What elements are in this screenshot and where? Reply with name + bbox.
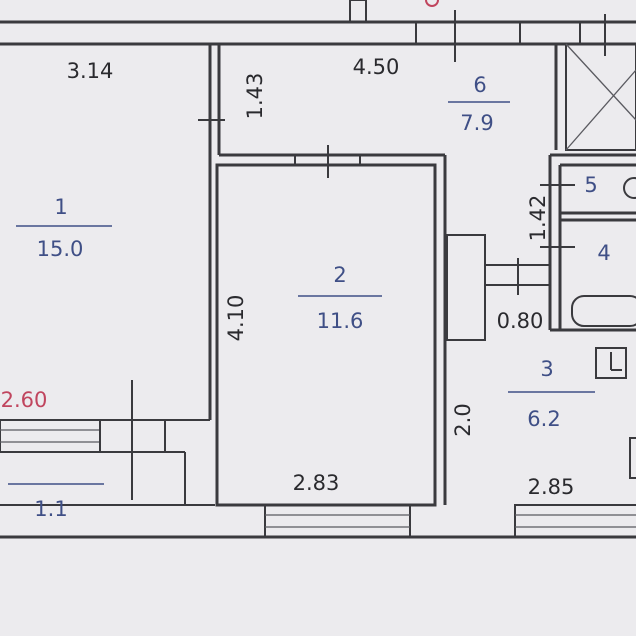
- room-3-label: 3 6.2: [508, 357, 595, 431]
- room-number: 5: [584, 173, 597, 197]
- dimension-283: 2.83: [293, 471, 340, 495]
- room-number: 4: [597, 241, 610, 265]
- dimension-142: 1.42: [526, 195, 550, 242]
- outer-walls: [0, 20, 636, 539]
- room-5-label: 5: [584, 173, 636, 199]
- room-area: 1.1: [34, 497, 67, 521]
- room-number: 2: [333, 263, 346, 287]
- room-1-label: 1 15.0: [16, 195, 112, 261]
- interior-walls: [198, 43, 636, 507]
- dimension-314: 3.14: [67, 59, 114, 83]
- room-area: 7.9: [460, 111, 493, 135]
- bottom-windows: [264, 504, 636, 538]
- dimension-410: 4.10: [224, 295, 248, 342]
- dimension-450: 4.50: [353, 55, 400, 79]
- room-area: 6.2: [527, 407, 560, 431]
- room-6-label: 6 7.9: [448, 73, 510, 135]
- dimension-285: 2.85: [528, 475, 575, 499]
- red-mark: [425, 0, 439, 7]
- room-number: 3: [540, 357, 553, 381]
- room-4-label: 4: [597, 241, 610, 265]
- room-number: 1: [54, 195, 67, 219]
- room-area: 15.0: [37, 237, 84, 261]
- balcony-structure: [0, 380, 210, 505]
- dimension-143: 1.43: [243, 73, 267, 120]
- dimension-20: 2.0: [451, 403, 475, 436]
- room-2-label: 2 11.6: [298, 263, 382, 333]
- room-number: 6: [473, 73, 486, 97]
- balcony-label: 1.1: [8, 483, 104, 521]
- top-window-marks: [349, 0, 606, 62]
- room-area: 11.6: [317, 309, 364, 333]
- dimension-260: 2.60: [1, 388, 48, 412]
- dimension-080: 0.80: [497, 309, 544, 333]
